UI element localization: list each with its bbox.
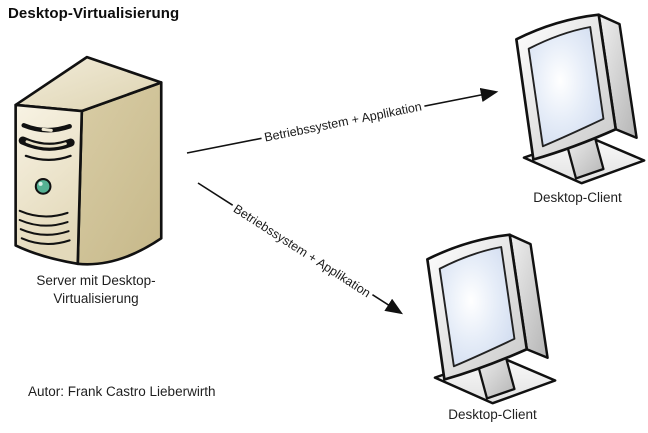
server-tower-icon (8, 52, 176, 276)
arrow-label-top: Betriebssystem + Applikation (260, 98, 426, 146)
server-label-line1: Server mit Desktop- (36, 273, 156, 288)
desktop-monitor-icon-bottom (416, 228, 558, 408)
desktop-monitor-icon-top (505, 8, 647, 188)
server-label-line2: Virtualisierung (53, 290, 139, 306)
server-label: Server mit Desktop- Virtualisierung (0, 272, 192, 308)
author-credit: Autor: Frank Castro Lieberwirth (28, 384, 216, 399)
arrow-label-bottom: Betriebssystem + Applikation (228, 200, 376, 302)
page-title: Desktop-Virtualisierung (8, 5, 180, 22)
client-label-top: Desktop-Client (533, 190, 622, 205)
client-label-bottom: Desktop-Client (448, 407, 537, 422)
